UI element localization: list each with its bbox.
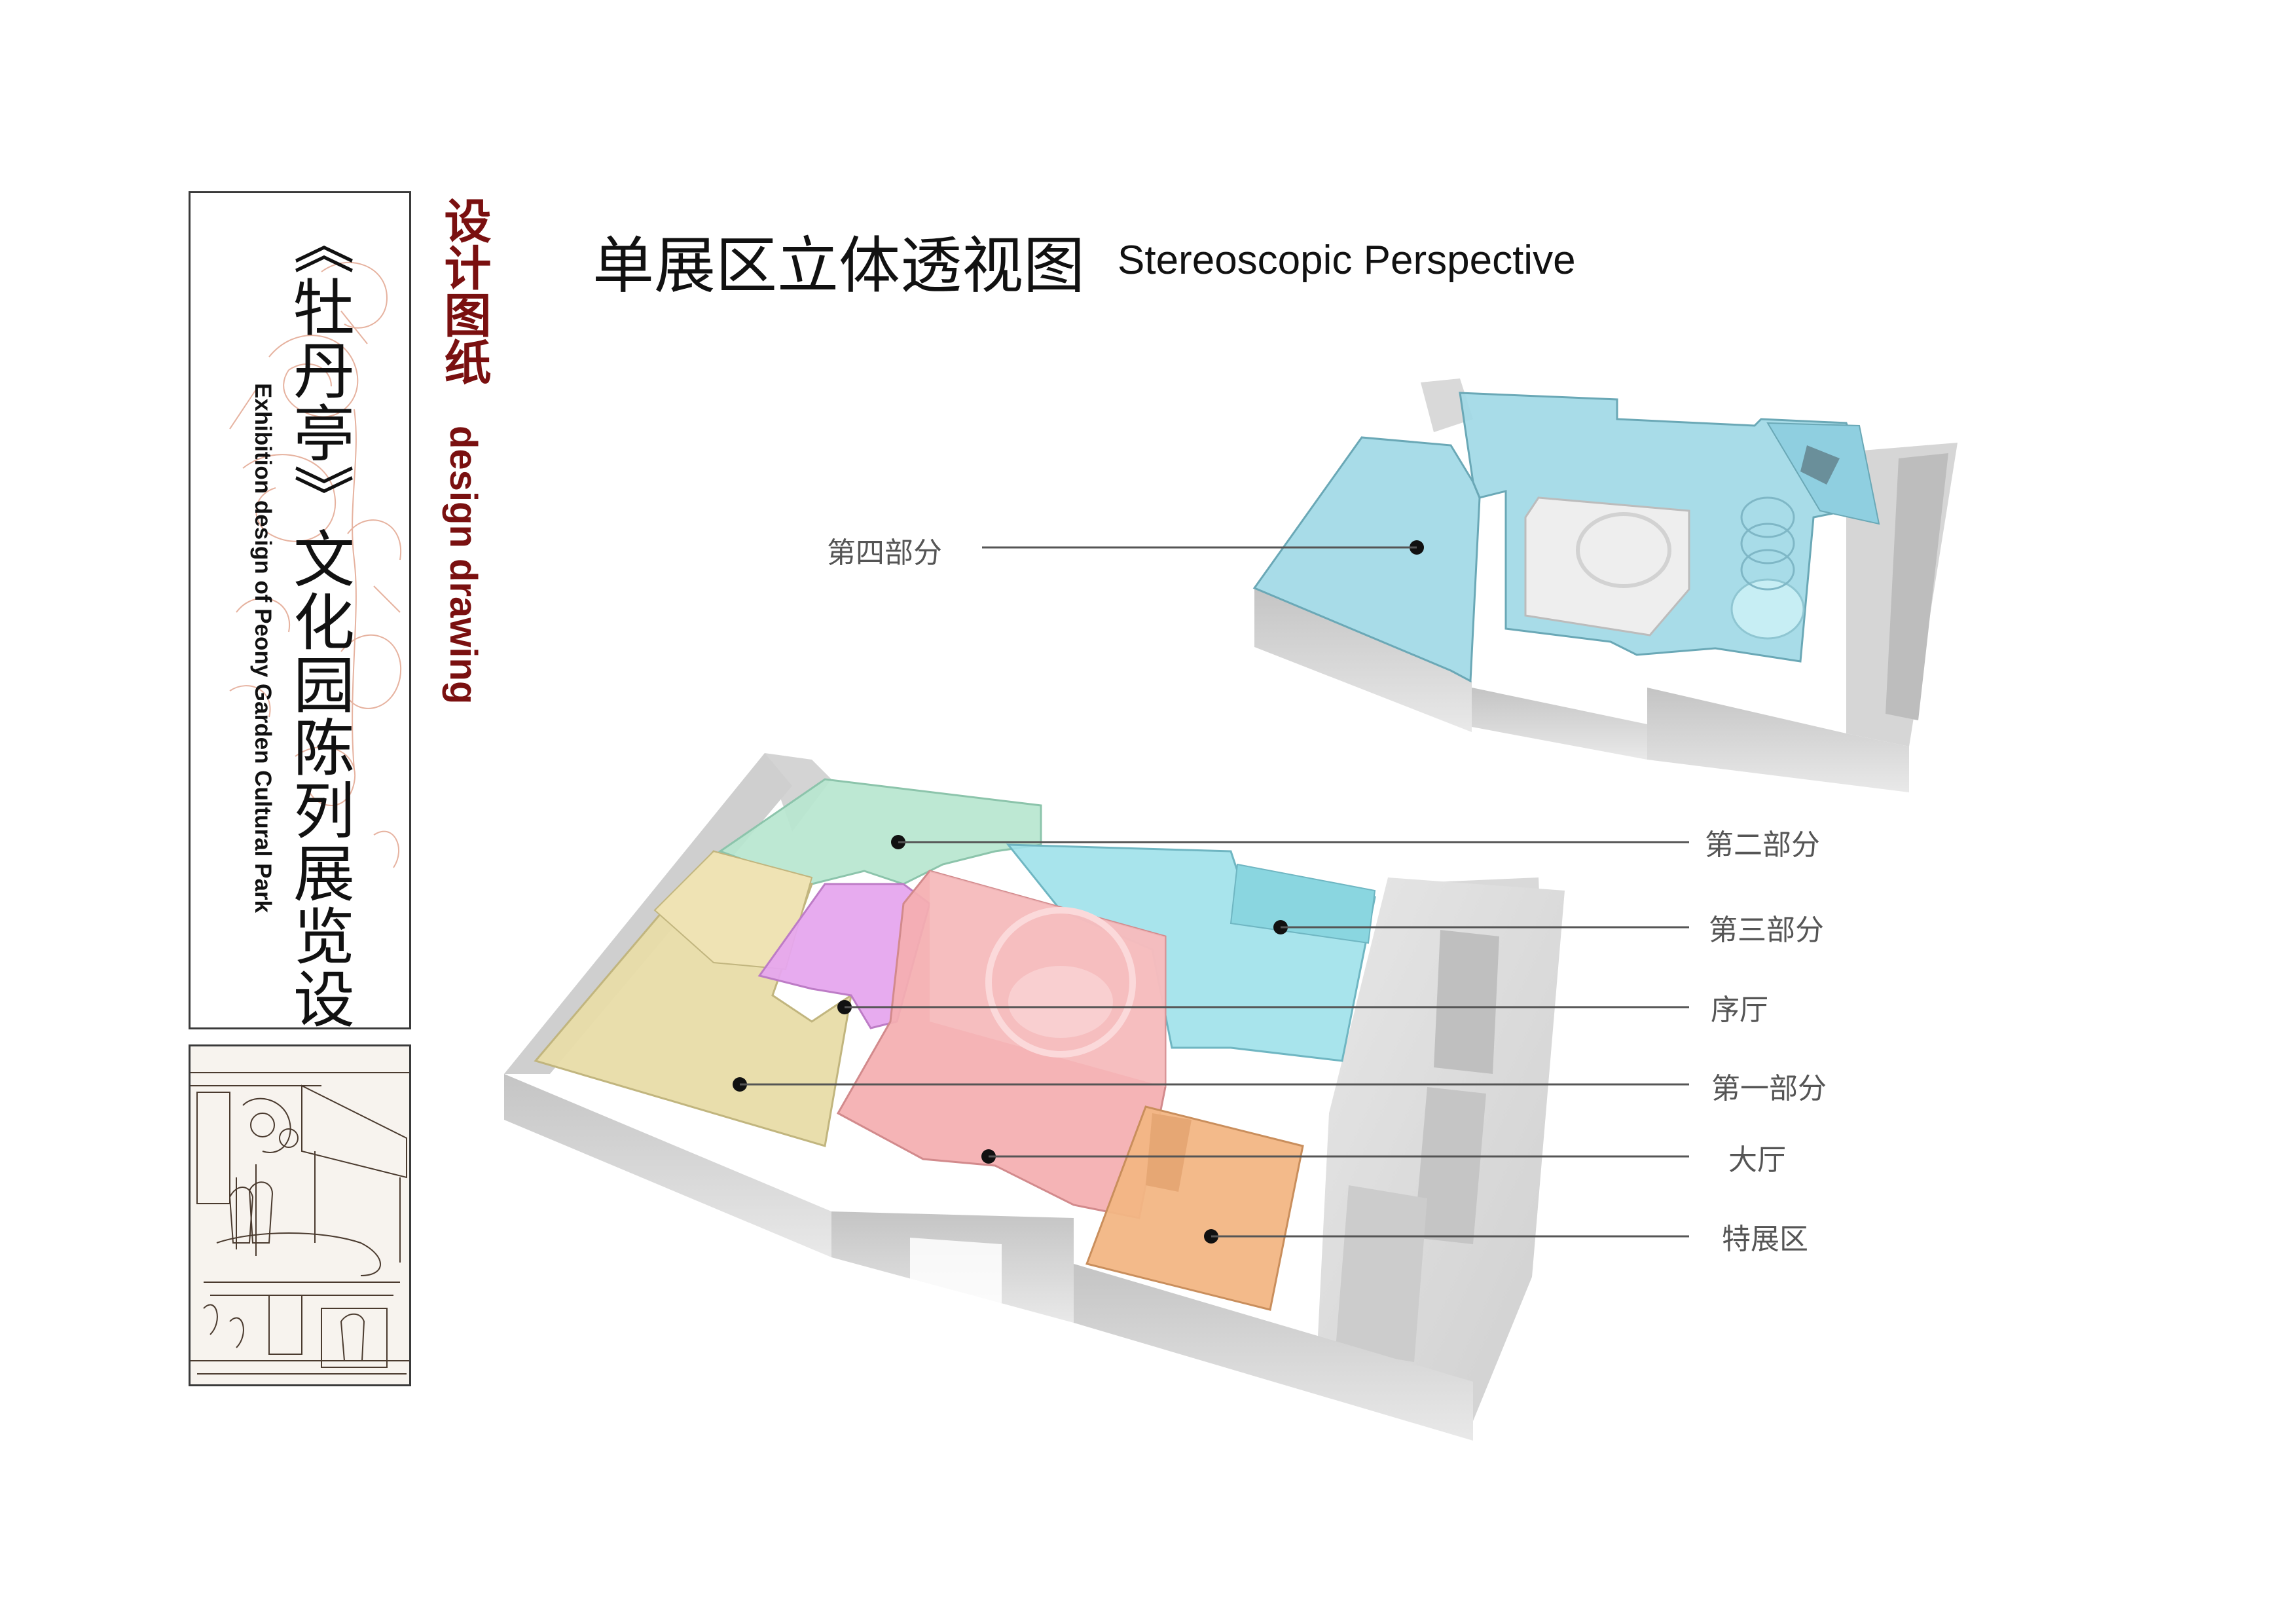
section-label-cn: 设计图纸 [436,196,491,385]
title-panel: 《牡丹亭》文化园陈列展览设计 Exhibition design of Peon… [189,191,411,1029]
callout-part1: 第一部分 [1711,1072,1827,1105]
section-label-en: design drawing [442,426,484,705]
upper-round-table [1730,578,1805,640]
callout-main-hall: 大厅 [1728,1143,1786,1177]
upper-floor-front-wall-left [1254,588,1472,732]
lower-entrance-opening [910,1238,1002,1303]
upper-moon-gate [1576,512,1671,588]
callout-part2: 第二部分 [1705,828,1820,862]
lower-front-wall-left [504,1074,831,1257]
callout-part3: 第三部分 [1709,913,1824,947]
garden-scene-drawing [191,1072,409,1375]
lower-side-room-b [1414,1087,1486,1244]
upper-pavilion-roof [1800,445,1840,485]
upper-seating [1740,496,1795,591]
exhibition-title-en: Exhibition design of Peony Garden Cultur… [250,383,276,913]
callout-prelude-hall: 序厅 [1711,993,1768,1027]
page-subtitle: Stereoscopic Perspective [1118,238,1576,283]
lower-side-room-a [1434,930,1499,1074]
main-hall-moon-gate [985,907,1136,1058]
upper-floor-front-wall-right [1647,688,1909,792]
lower-front-wall-right [1074,1264,1473,1441]
callout-part4: 第四部分 [827,536,942,570]
woodblock-illustration [189,1044,411,1386]
lower-side-room-c [1336,1185,1427,1362]
upper-center-display [1524,496,1690,637]
main-hall-round-table [1008,966,1113,1038]
peony-line-art [229,261,402,868]
callout-special-area: 特展区 [1722,1223,1808,1256]
zone-part2 [718,778,1042,885]
zone-part3-room [1230,863,1376,944]
special-area-screen [1146,1113,1192,1192]
lower-floor-model [504,753,1689,1441]
lower-left-wall [504,753,792,1074]
page-title: 单展区立体透视图 [592,231,1085,302]
exhibition-title-cn: 《牡丹亭》文化园陈列展览设计 [283,213,354,1029]
upper-floor-front-wall-mid [1472,688,1647,760]
upper-floor-model [982,378,1958,792]
upper-floor-side-rooms [1886,453,1948,720]
lower-back-corner [765,753,831,832]
